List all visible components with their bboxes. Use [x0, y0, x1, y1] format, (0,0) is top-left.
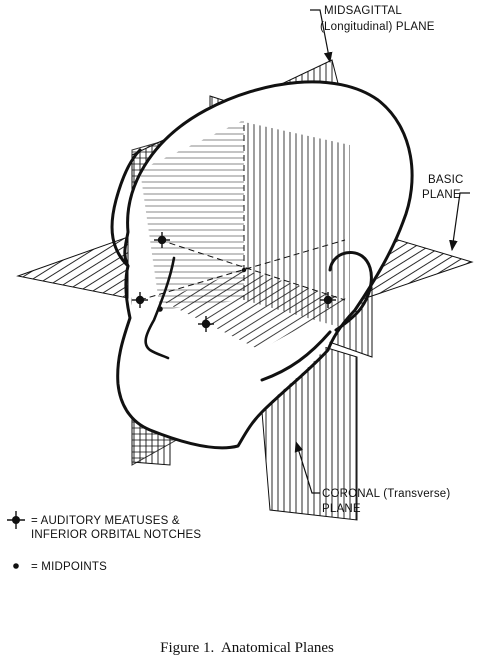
interior-hatching	[140, 120, 350, 350]
basic-plane-left-flap	[16, 236, 129, 299]
basic-label-line2: PLANE	[422, 189, 461, 201]
midpoint-dot-nasion	[157, 306, 163, 312]
auditory-meatus-point-right	[320, 292, 336, 308]
dashed-line-diagonal	[139, 239, 346, 301]
midsagittal-leader	[310, 9, 333, 64]
orbital-notch-point-left	[132, 292, 148, 308]
basic-label-line1: BASIC	[428, 174, 464, 186]
plane-labels: MIDSAGITTAL (Longitudinal) PLANE BASIC P…	[320, 5, 464, 515]
legend-dot-icon	[13, 563, 19, 569]
landmark-points	[132, 232, 336, 332]
coronal-label-line1: CORONAL (Transverse)	[322, 488, 450, 500]
leader-lines	[294, 9, 470, 494]
figure-caption: Figure 1. Anatomical Planes	[160, 640, 334, 656]
legend-crosshair-icon	[7, 511, 25, 529]
orbital-notch-point-upper	[154, 232, 170, 248]
midsagittal-label-line2: (Longitudinal) PLANE	[320, 21, 435, 33]
coronal-label-line2: PLANE	[322, 503, 361, 515]
head-outline	[116, 80, 414, 450]
auditory-meatus-point-lower	[198, 316, 214, 332]
midpoint-dot-center	[241, 267, 247, 273]
legend-item1-line2: INFERIOR ORBITAL NOTCHES	[31, 529, 201, 541]
interior-basic-hatch	[160, 270, 350, 350]
legend: = AUDITORY MEATUSES & INFERIOR ORBITAL N…	[7, 511, 201, 573]
dashed-line-horizontal	[159, 239, 346, 301]
midsagittal-label-line1: MIDSAGITTAL	[324, 5, 402, 17]
ear	[328, 251, 373, 332]
jaw-line	[260, 330, 332, 382]
coronal-leader	[294, 440, 320, 494]
legend-item1-line1: = AUDITORY MEATUSES &	[31, 515, 180, 527]
interior-sagittal-hatch	[140, 120, 244, 310]
face-profile	[110, 148, 142, 268]
nose-mouth-line	[144, 256, 176, 360]
legend-item2: = MIDPOINTS	[31, 561, 107, 573]
basic-leader	[449, 192, 470, 252]
